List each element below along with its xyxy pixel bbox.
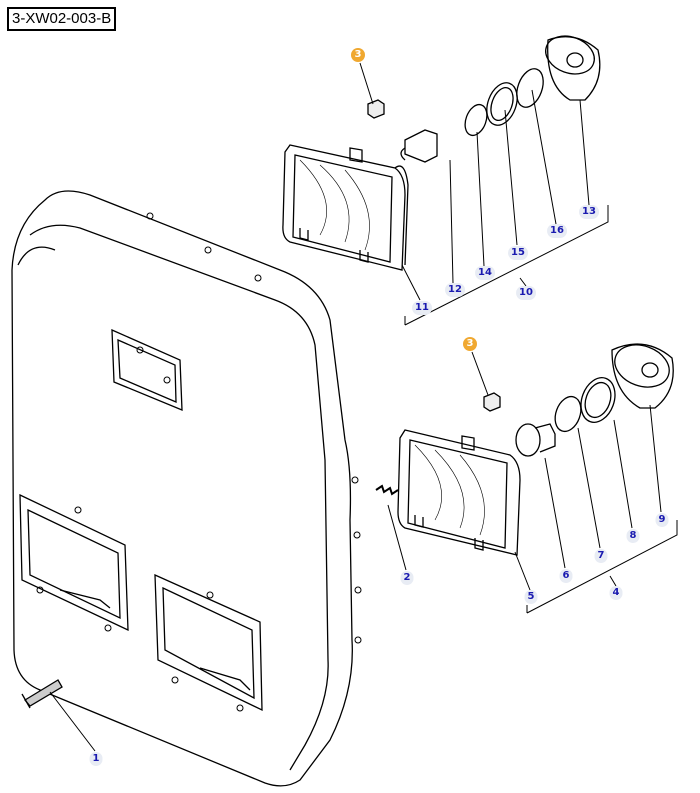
callout-3-lower[interactable]: 3	[463, 337, 477, 351]
callout-1[interactable]: 1	[89, 752, 103, 766]
callout-6[interactable]: 6	[559, 569, 573, 583]
callout-7[interactable]: 7	[594, 549, 608, 563]
headlamp-lower	[397, 343, 674, 556]
callout-12[interactable]: 12	[445, 283, 465, 297]
callout-2[interactable]: 2	[400, 571, 414, 585]
screw	[21, 679, 63, 709]
callout-10[interactable]: 10	[516, 286, 536, 300]
diagram-id-label: 3-XW02-003-B	[7, 7, 117, 31]
callout-15[interactable]: 15	[508, 246, 528, 260]
headlamp-upper	[282, 35, 601, 271]
callout-8[interactable]: 8	[626, 529, 640, 543]
callout-14[interactable]: 14	[475, 266, 495, 280]
leader-lines	[49, 62, 678, 752]
callout-5[interactable]: 5	[524, 590, 538, 604]
callout-13[interactable]: 13	[579, 205, 599, 219]
callout-16[interactable]: 16	[547, 224, 567, 238]
callout-11[interactable]: 11	[412, 301, 432, 315]
callout-3-upper[interactable]: 3	[351, 48, 365, 62]
spring	[375, 484, 399, 496]
callout-9[interactable]: 9	[655, 513, 669, 527]
cabin-panel	[11, 190, 362, 787]
callout-4[interactable]: 4	[609, 586, 623, 600]
